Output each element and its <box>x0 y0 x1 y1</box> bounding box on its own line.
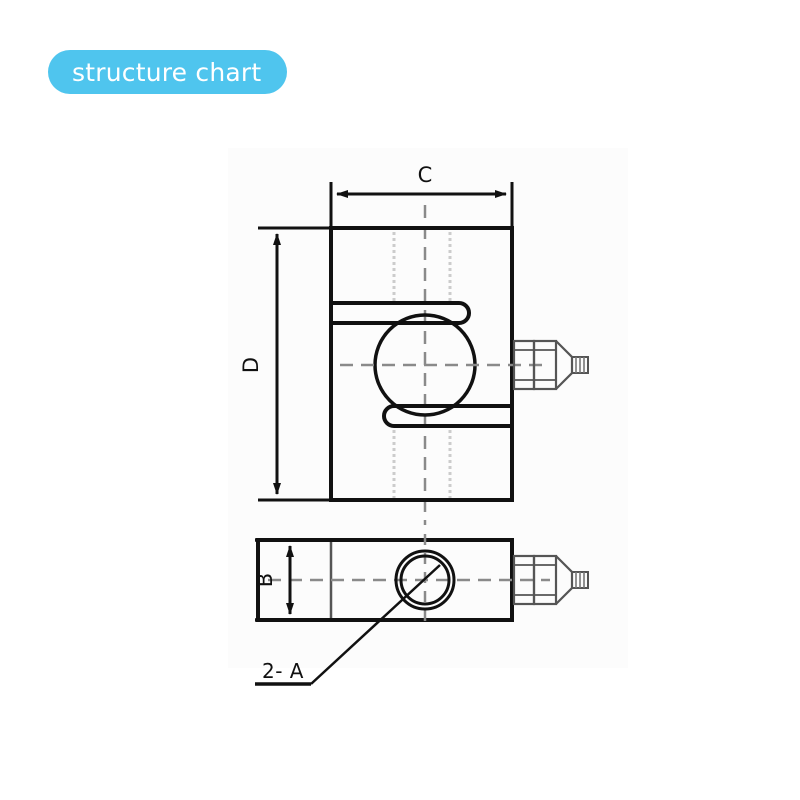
dimension-D: D <box>239 226 340 502</box>
dimension-B-label: B <box>253 573 277 587</box>
lower-slot <box>382 404 512 428</box>
callout-2a-label: 2- A <box>262 659 304 683</box>
front-view <box>329 182 589 525</box>
dimension-C-label: C <box>418 163 433 187</box>
side-cable-connector <box>512 554 589 606</box>
structure-chart-badge: structure chart <box>48 50 288 94</box>
dimension-C: C <box>336 163 507 198</box>
mounting-hole <box>394 549 456 611</box>
callout-2a-leader <box>310 564 441 685</box>
side-view <box>256 534 589 626</box>
body-outline <box>329 226 514 502</box>
dimension-B: B <box>253 538 300 622</box>
badge-label: structure chart <box>72 57 262 87</box>
side-body-outline <box>256 538 514 622</box>
dimension-D-label: D <box>239 357 263 373</box>
cable-connector <box>512 339 589 391</box>
callout-2a: 2- A <box>255 564 441 686</box>
c-dimension-extension-lines <box>329 182 514 232</box>
upper-slot <box>331 301 471 325</box>
